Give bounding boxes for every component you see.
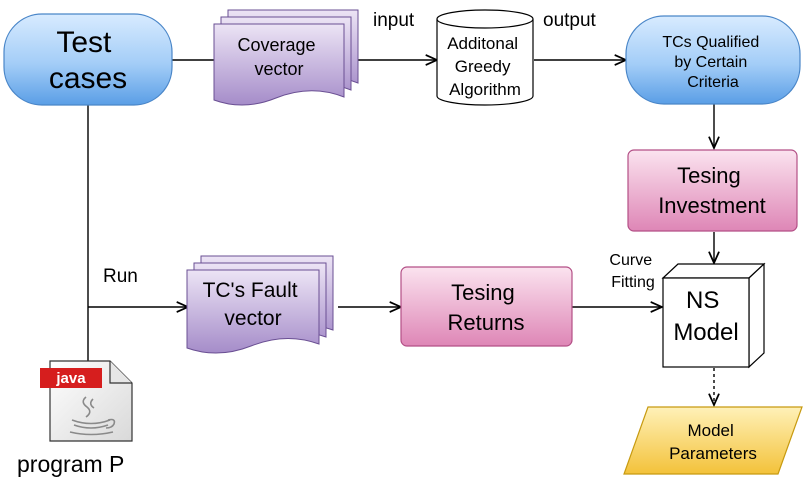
ns-model-front-face	[662, 277, 750, 368]
ns-model-top-face	[661, 263, 766, 279]
testing-returns-shape	[400, 266, 573, 347]
curve-fitting-label: Curve Fitting	[609, 252, 656, 291]
tcs-qualified-label: TCs Qualified by Certain Criteria	[662, 34, 763, 91]
model-parameters-node: Model Parameters	[623, 406, 803, 475]
test-cases-label: Test cases	[49, 26, 127, 95]
test-cases-shape	[3, 13, 173, 106]
run-label: Run	[103, 266, 138, 287]
input-label: input	[373, 10, 415, 31]
fault-doc-front	[186, 269, 320, 354]
model-parameters-shape	[623, 406, 803, 475]
output-label: output	[543, 10, 597, 31]
java-cup-icon	[69, 396, 116, 436]
testing-investment-shape	[627, 149, 798, 232]
java-badge	[40, 368, 102, 388]
model-parameters-label: Model Parameters	[669, 421, 757, 463]
algorithm-cylinder-body	[436, 19, 534, 106]
algorithm-cylinder-top	[436, 9, 534, 29]
ns-model-label: NS Model	[673, 287, 738, 346]
coverage-vector-label: Coverage vector	[237, 35, 320, 79]
coverage-vector-node: Coverage vector	[213, 9, 359, 106]
fault-vector-node: TC's Fault vector	[186, 255, 334, 354]
java-badge-label: java	[55, 370, 86, 387]
coverage-doc-front	[213, 23, 345, 106]
connectors	[87, 60, 714, 405]
testing-returns-label: Tesing Returns	[447, 280, 524, 335]
algorithm-label: Additonal Greedy Algorithm	[447, 34, 523, 99]
tcs-qualified-shape	[625, 15, 801, 105]
tcs-qualified-node: TCs Qualified by Certain Criteria	[625, 15, 801, 105]
java-file-icon: java	[40, 360, 133, 442]
testing-investment-node: Tesing Investment	[627, 149, 798, 232]
fault-vector-label: TC's Fault vector	[203, 279, 304, 330]
testing-investment-label: Tesing Investment	[658, 163, 766, 218]
program-label: program P	[17, 451, 124, 477]
testing-returns-node: Tesing Returns	[400, 266, 573, 347]
ns-model-node: NS Model	[661, 262, 766, 369]
algorithm-node: Additonal Greedy Algorithm	[436, 9, 534, 106]
test-cases-node: Test cases	[3, 13, 173, 106]
java-doc-fold	[109, 361, 132, 384]
ns-model-side-face	[748, 262, 765, 369]
